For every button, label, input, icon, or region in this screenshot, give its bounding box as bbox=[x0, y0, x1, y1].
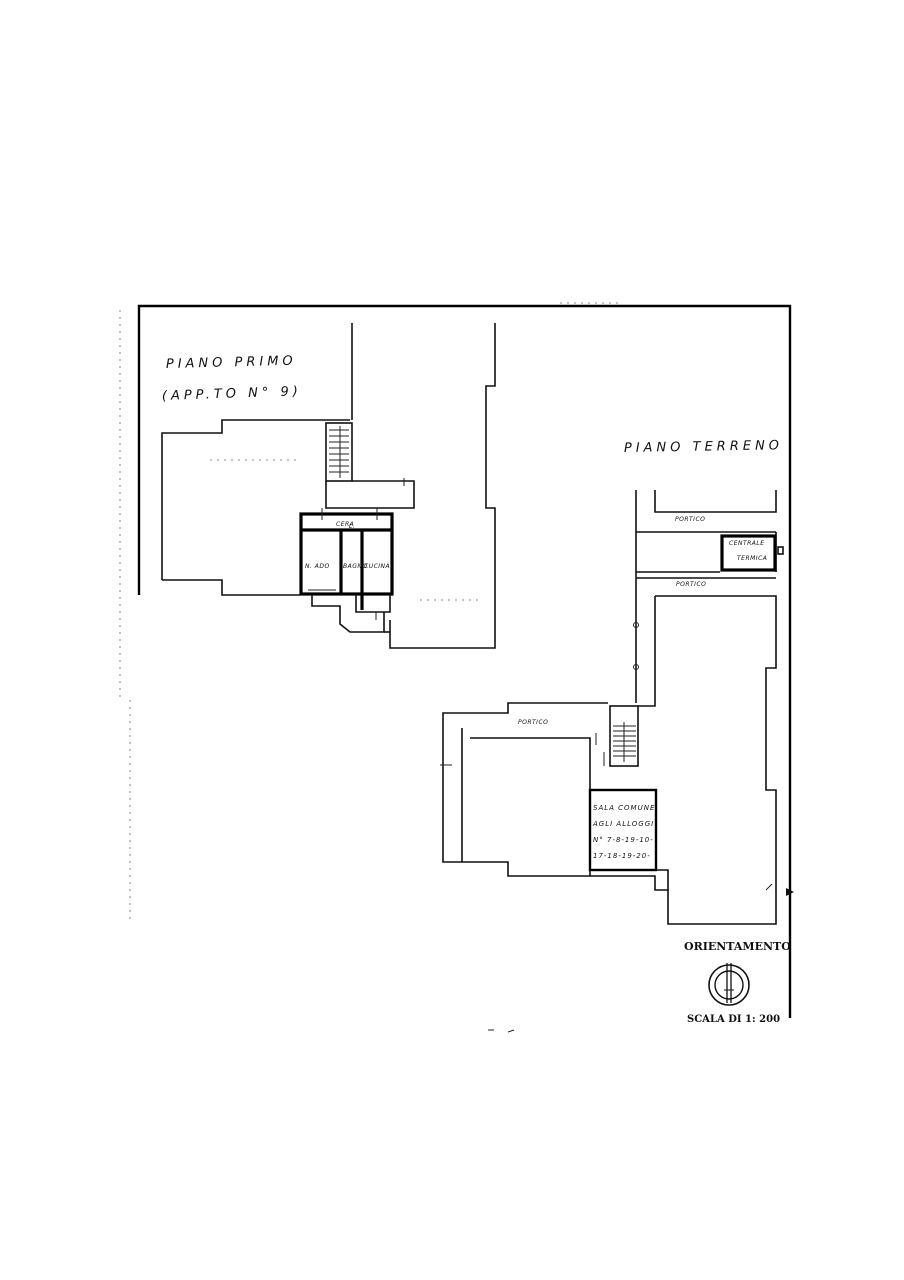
first-floor-room-letto: L. bbox=[349, 523, 355, 530]
ground-floor-title: PIANO TERRENO bbox=[624, 438, 783, 456]
scan-marks bbox=[488, 302, 620, 1033]
ground-floor-plan bbox=[440, 490, 794, 925]
first-floor-room-cucina: CUCINA bbox=[364, 563, 390, 570]
ground-floor-stair-treads bbox=[613, 722, 636, 762]
first-floor-labels: PIANO PRIMO (APP.TO N° 9) L. CERA N. ADO… bbox=[162, 354, 390, 570]
ground-floor-portico-top: PORTICO bbox=[675, 516, 705, 523]
first-floor-subtitle: (APP.TO N° 9) bbox=[162, 384, 302, 404]
first-floor-stair-treads bbox=[329, 426, 349, 478]
first-floor-title: PIANO PRIMO bbox=[166, 354, 297, 372]
ground-floor-sala-line3: N° 7-8-19-10- bbox=[593, 836, 654, 844]
sheet-frame bbox=[119, 304, 792, 1018]
ground-floor-labels: PIANO TERRENO PORTICO CENTRALE TERMICA P… bbox=[518, 438, 783, 860]
first-floor-room-disimpegno: CERA bbox=[336, 521, 354, 528]
ground-floor-sala-line2: AGLI ALLOGGI bbox=[592, 820, 654, 828]
ground-floor-sala-line1: SALA COMUNE bbox=[593, 804, 655, 812]
ground-floor-centrale-line2: TERMICA bbox=[737, 555, 767, 562]
legend: ORIENTAMENTO SCALA DI 1: 200 bbox=[684, 940, 791, 1025]
orientation-label: ORIENTAMENTO bbox=[684, 940, 791, 953]
ground-floor-portico-mid: PORTICO bbox=[676, 581, 706, 588]
first-floor-room-vano: N. ADO bbox=[305, 563, 330, 570]
ground-floor-centrale-line1: CENTRALE bbox=[729, 540, 765, 547]
compass-icon bbox=[708, 963, 750, 1006]
first-floor-room-bagno: BAGNO bbox=[343, 563, 368, 570]
right-edge-arrow-icon bbox=[786, 888, 794, 896]
ground-floor-portico-low: PORTICO bbox=[518, 719, 548, 726]
ground-floor-sala-line4: 17-18-19-20- bbox=[593, 852, 651, 860]
scale-label: SCALA DI 1: 200 bbox=[687, 1014, 780, 1025]
first-floor-plan bbox=[161, 323, 496, 649]
